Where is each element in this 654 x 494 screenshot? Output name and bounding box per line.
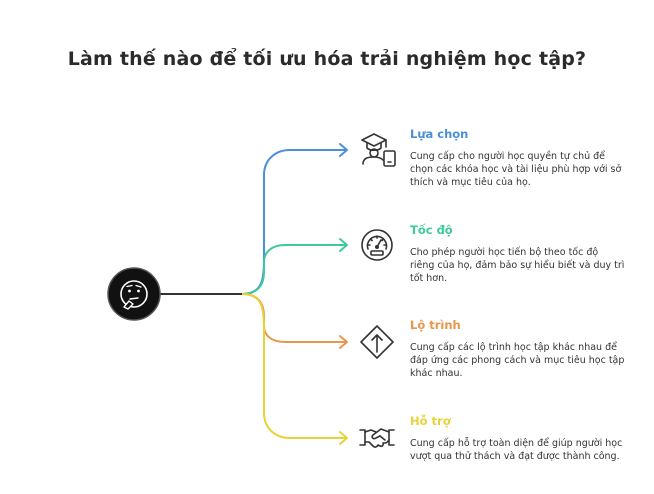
branch-description: Cho phép người học tiến bộ theo tốc độ r… (410, 247, 625, 284)
branch-lo-trinh: Lộ trình Cung cấp các lộ trình học tập k… (410, 318, 625, 380)
branch-ho-tro: Hỗ trợ Cung cấp hỗ trợ toàn diện để giúp… (410, 414, 625, 463)
branch-title: Lộ trình (410, 318, 461, 332)
branch-title: Lựa chọn (410, 127, 469, 141)
route-sign-icon (360, 325, 394, 359)
branch-arrow-lua-chon (339, 143, 348, 157)
branch-toc-do: Tốc độ Cho phép người học tiến bộ theo t… (410, 223, 625, 285)
branch-title: Hỗ trợ (410, 414, 451, 428)
thinking-face-icon (107, 267, 161, 321)
page-title: Làm thế nào để tối ưu hóa trải nghiệm họ… (67, 48, 587, 70)
branch-arrow-ho-tro (339, 431, 348, 445)
branch-line-lua-chon (241, 149, 346, 295)
speedometer-icon (361, 229, 393, 261)
branch-description: Cung cấp các lộ trình học tập khác nhau … (410, 342, 625, 379)
branch-arrow-toc-do (339, 238, 348, 252)
branch-line-ho-tro (241, 293, 346, 439)
graduate-with-phone-icon (361, 133, 396, 167)
branch-description: Cung cấp hỗ trợ toàn diện để giúp người … (410, 438, 623, 462)
branch-description: Cung cấp cho người học quyền tự chủ để c… (410, 151, 622, 188)
branch-line-toc-do (241, 244, 346, 295)
handshake-icon (359, 428, 395, 448)
branch-line-lo-trinh (241, 293, 346, 343)
branch-lua-chon: Lựa chọn Cung cấp cho người học quyền tự… (410, 127, 625, 189)
branch-arrow-lo-trinh (339, 335, 348, 349)
branch-title: Tốc độ (410, 223, 453, 237)
